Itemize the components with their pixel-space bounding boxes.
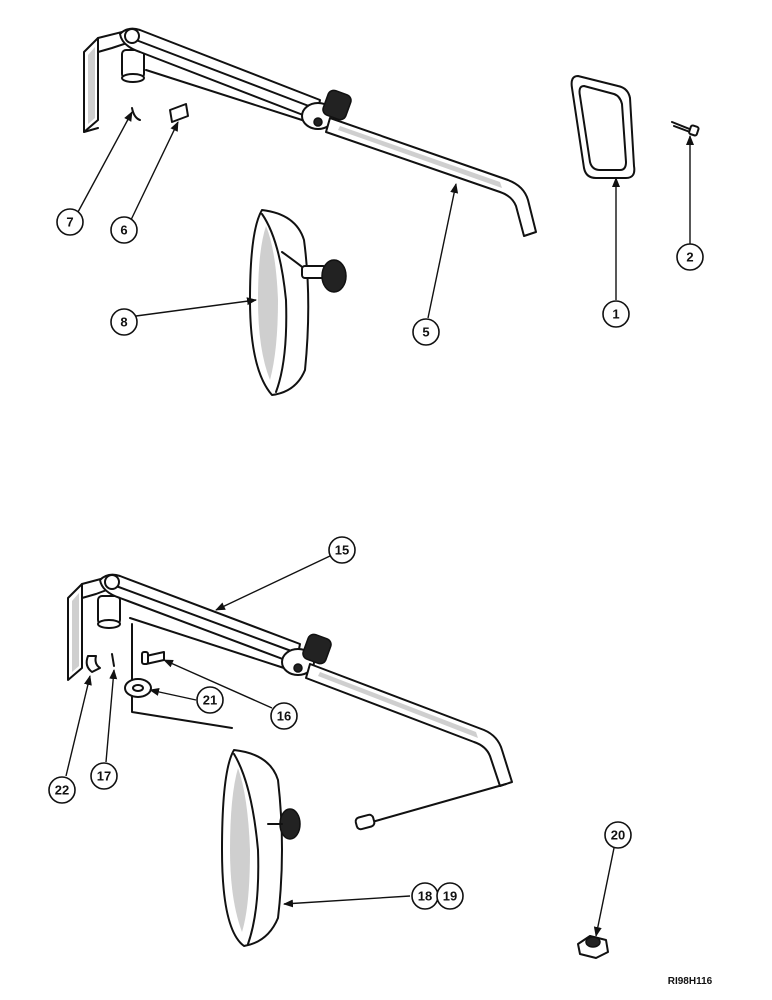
callout-18-label: 18: [418, 889, 432, 904]
callout-16: 16: [270, 702, 298, 730]
upper-clip: [131, 107, 141, 121]
callout-20: 20: [604, 821, 632, 849]
upper-pin: [169, 103, 189, 123]
lower-wire-harness: [354, 783, 507, 831]
upper-bolt: [671, 121, 700, 137]
upper-long-rod: [325, 117, 537, 237]
lower-hinge-post: [97, 595, 121, 629]
upper-support-strut: [145, 69, 303, 121]
lower-support-strut: [129, 617, 285, 669]
leader-20: [593, 847, 615, 937]
lower-vertical-brace: [131, 623, 233, 729]
callout-19-label: 19: [443, 889, 457, 904]
leader-17: [105, 669, 118, 763]
callout-2: 2: [676, 243, 704, 271]
lower-washer: [124, 678, 152, 698]
callout-7-label: 7: [66, 215, 73, 230]
leader-6: [129, 121, 179, 223]
upper-mirror-arm-assembly: [83, 27, 537, 237]
callout-6: 6: [110, 216, 138, 244]
callout-7: 7: [56, 208, 84, 236]
leader-22: [65, 675, 92, 777]
leader-5: [427, 183, 459, 319]
callout-22-label: 22: [55, 783, 69, 798]
callout-19: 19: [436, 882, 464, 910]
callout-20-label: 20: [611, 828, 625, 843]
lower-screw: [141, 651, 165, 665]
lower-mirror: [221, 749, 301, 947]
upper-adjustment-knob: [301, 89, 352, 130]
callout-5: 5: [412, 318, 440, 346]
lower-mirror-arm-assembly: [67, 573, 513, 831]
callout-21-label: 21: [203, 693, 217, 708]
upper-mirror: [249, 209, 347, 396]
upper-arm: [119, 27, 321, 121]
callout-18: 18: [411, 882, 439, 910]
callout-8-label: 8: [120, 315, 127, 330]
callout-17: 17: [90, 762, 118, 790]
callout-8: 8: [110, 308, 138, 336]
callout-17-label: 17: [97, 769, 111, 784]
callout-1-label: 1: [612, 307, 619, 322]
upper-hinge-post: [121, 49, 145, 83]
leader-15: [215, 555, 331, 611]
callout-6-label: 6: [120, 223, 127, 238]
lower-pin: [111, 653, 115, 667]
leader-18-19: [283, 895, 411, 908]
leader-16: [163, 659, 273, 709]
callout-22: 22: [48, 776, 76, 804]
callout-5-label: 5: [422, 325, 429, 340]
reference-code: RI98H116: [668, 976, 713, 987]
leader-21: [149, 688, 197, 701]
leader-7: [77, 111, 133, 213]
callout-21: 21: [196, 686, 224, 714]
callout-1: 1: [602, 300, 630, 328]
lower-arm: [99, 573, 301, 665]
callout-16-label: 16: [277, 709, 291, 724]
callout-2-label: 2: [686, 250, 693, 265]
leader-8: [135, 297, 257, 317]
lower-long-rod: [305, 663, 513, 787]
lower-adjustment-knob: [281, 633, 332, 676]
upper-mounting-bracket: [83, 29, 131, 133]
lower-clip: [85, 655, 101, 673]
callout-15: 15: [328, 536, 356, 564]
callout-15-label: 15: [335, 543, 349, 558]
rectangular-mirror-frame: [570, 75, 636, 179]
lower-nut: [577, 935, 609, 959]
